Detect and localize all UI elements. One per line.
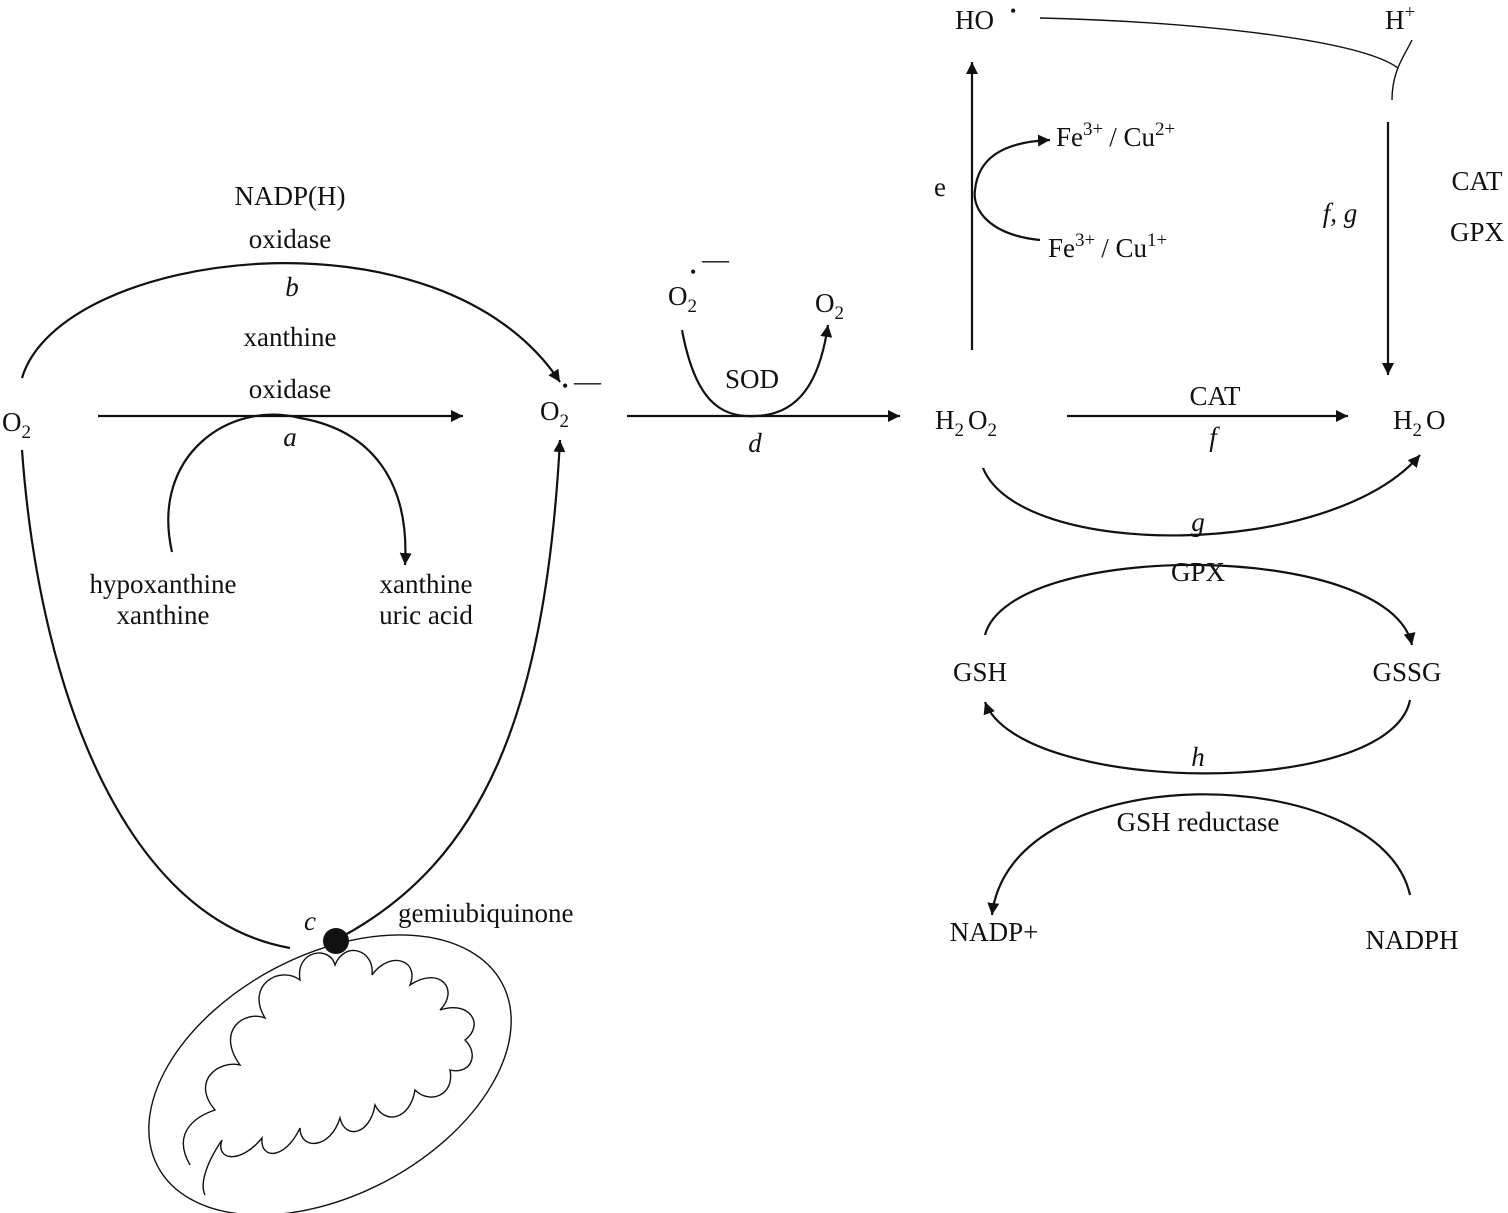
gsh-label: GSH	[953, 657, 1007, 687]
nadph-label: NADPH	[1365, 925, 1458, 955]
hydroxyl-radical-dot: •	[1010, 1, 1016, 21]
gpx-arrow	[981, 454, 1421, 537]
sod-input-label: O2	[668, 281, 697, 317]
sod-output-label: O2	[815, 288, 844, 324]
fe-cu-reduced-label: Fe3+/ Cu1+	[1048, 230, 1167, 263]
uric-acid-label: uric acid	[379, 600, 473, 630]
step-fg-label: f, g	[1323, 198, 1358, 228]
gssg-label: GSSG	[1372, 657, 1441, 687]
superoxide-charge: —	[573, 366, 602, 396]
mitochondria-right-arrow	[344, 439, 566, 936]
gpx-main-label: GPX	[1171, 557, 1226, 587]
cat-side-label: CAT	[1451, 166, 1503, 196]
xanthine-product-label: xanthine	[380, 569, 473, 599]
nadph-to-nadp-arc	[987, 793, 1412, 916]
step-b-label: b	[285, 272, 299, 302]
proton-join-branch	[1391, 39, 1413, 101]
xanthine-substrate-loop	[167, 413, 412, 566]
sod-loop	[680, 324, 833, 418]
o2-left-label: O2	[2, 407, 31, 443]
step-a-label: a	[283, 422, 297, 452]
step-g-label: g	[1191, 507, 1205, 537]
proton-label: H+	[1385, 2, 1415, 35]
nadp-plus-label: NADP+	[950, 917, 1039, 947]
superoxide-dot: •	[562, 376, 568, 396]
nadph-oxidase-label-1: NADP(H)	[235, 181, 346, 211]
fe-cu-oxidized-label: Fe3+/ Cu2+	[1056, 119, 1175, 152]
mitochondria-left-line	[20, 449, 291, 950]
gemiubiquinone-dot	[323, 928, 349, 954]
gssg-to-gsh-arc	[983, 699, 1412, 775]
xanthine-oxidase-label-2: oxidase	[249, 374, 331, 404]
gemiubiquinone-label: gemiubiquinone	[398, 898, 573, 928]
sod-label: SOD	[725, 364, 779, 394]
nadph-oxidase-arrow	[20, 262, 561, 383]
step-c-label: c	[304, 906, 316, 936]
mitochondrion-outline	[148, 934, 512, 1213]
sod-input-charge: —	[701, 244, 730, 274]
step-e-label: e	[934, 172, 946, 202]
step-d-label: d	[748, 428, 762, 458]
xanthine-substrate-label: xanthine	[117, 600, 210, 630]
xanthine-oxidase-label-1: xanthine	[244, 322, 337, 352]
hydroxyl-proton-join	[1039, 17, 1399, 69]
step-f-label: f	[1209, 422, 1220, 452]
gsh-to-gssg-arc	[983, 563, 1416, 646]
sod-input-dot: •	[690, 262, 696, 282]
step-h-label: h	[1191, 742, 1205, 772]
gsh-reductase-label: GSH reductase	[1117, 807, 1280, 837]
superoxide-label: O2	[540, 396, 569, 432]
fenton-metal-loop	[973, 134, 1051, 242]
nadph-oxidase-label-2: oxidase	[249, 224, 331, 254]
hydroxyl-radical-label: HO	[955, 5, 994, 35]
mitochondrion-cristae	[182, 949, 475, 1196]
cat-main-label: CAT	[1189, 381, 1241, 411]
gpx-side-label: GPX	[1450, 217, 1505, 247]
hypoxanthine-label: hypoxanthine	[90, 569, 237, 599]
